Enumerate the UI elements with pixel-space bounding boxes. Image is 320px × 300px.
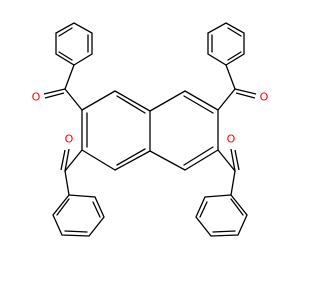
phenyl-ring-bottom-left — [52, 194, 105, 237]
oxygen-atom-label: O — [260, 91, 269, 104]
oxygen-atom-label: O — [65, 133, 74, 146]
molecule-canvas: O O O O — [32, 22, 269, 237]
phenyl-ring-top-right — [207, 22, 245, 66]
carbonyl-top-right: O — [217, 64, 269, 111]
carbonyl-bottom-left: O — [60, 133, 83, 196]
phenyl-ring-top-left — [55, 22, 93, 66]
carbonyl-top-left: O — [32, 64, 83, 111]
phenyl-ring-bottom-right — [195, 194, 248, 237]
structure-drawing: O O O O — [32, 22, 269, 237]
carbonyl-bottom-right: O — [217, 133, 240, 196]
oxygen-atom-label: O — [32, 91, 41, 104]
naphthalene-core — [81, 90, 219, 171]
oxygen-atom-label: O — [227, 133, 236, 146]
